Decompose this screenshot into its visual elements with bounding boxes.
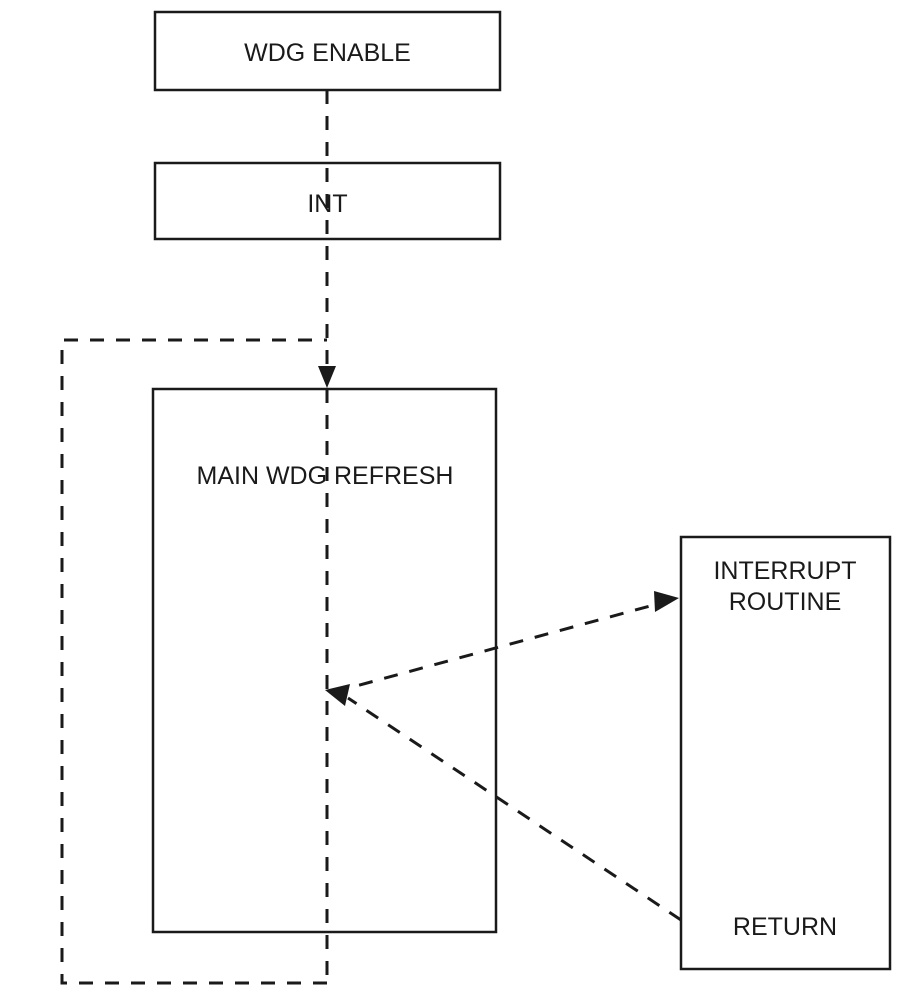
- box-label-wdg-enable: WDG ENABLE: [244, 39, 411, 67]
- connector-main-to-interrupt: [333, 601, 662, 694]
- box-label-int: INT: [307, 190, 348, 218]
- arrowhead-to-main: [325, 684, 350, 706]
- box-label-main-wdg-refresh: MAIN WDG REFRESH: [196, 462, 454, 490]
- box-label-interrupt-routine: INTERRUPT ROUTINE: [713, 557, 857, 616]
- box-main-wdg-refresh: [151, 387, 498, 934]
- box-label-return: RETURN: [732, 913, 838, 941]
- connector-return-to-main: [347, 696, 682, 922]
- box-interrupt-routine: [679, 535, 892, 971]
- arrowhead-to-interrupt-routine: [654, 591, 679, 612]
- connector-main-loopback: [60, 338, 327, 985]
- arrowhead-down-into-main: [318, 366, 336, 388]
- box-int: [153, 161, 502, 241]
